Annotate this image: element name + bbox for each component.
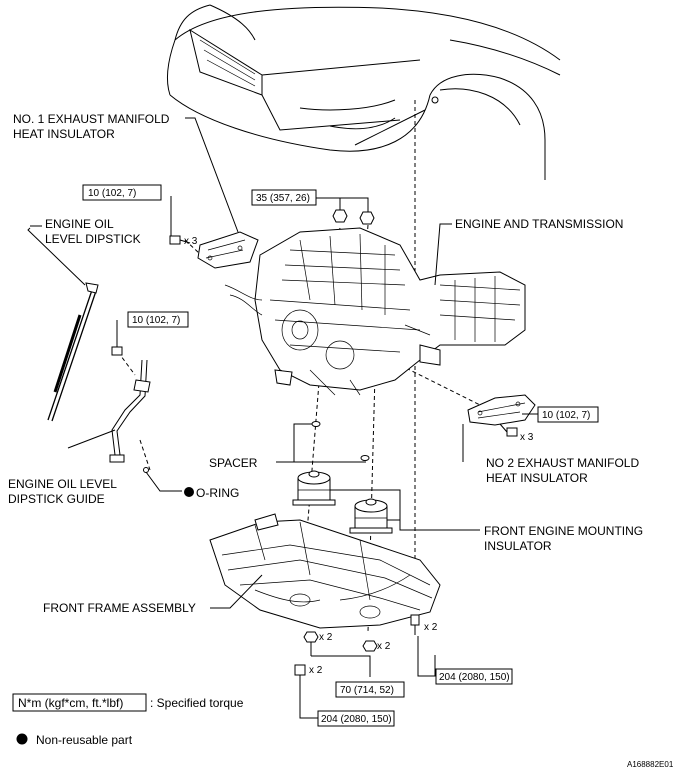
torque-value: 10 (102, 7) (132, 315, 180, 326)
quantity-label: x 3 (520, 432, 534, 443)
torque-value: 204 (2080, 150) (321, 714, 392, 725)
non-reusable-marker-icon (184, 487, 194, 497)
bolt-icon (111, 335, 123, 356)
legend-torque-box: N*m (kgf*cm, ft.*lbf) (18, 696, 123, 710)
dipstick-guide-part (109, 359, 151, 463)
label-engine-oil-level-dipstick: ENGINE OIL LEVEL DIPSTICK (45, 217, 141, 246)
engine-mount-insulator-part (349, 498, 393, 534)
label-line: ENGINE OIL LEVEL (8, 477, 117, 491)
label-line: HEAT INSULATOR (486, 471, 588, 485)
label-front-engine-mounting-insulator: FRONT ENGINE MOUNTING INSULATOR (484, 524, 643, 553)
torque-value: 10 (102, 7) (88, 188, 136, 199)
heat-insulator-no1-part (197, 231, 259, 269)
engine-transmission-illustration (224, 227, 526, 396)
heat-insulator-no2-part (467, 394, 536, 426)
legend-torque: N*m (kgf*cm, ft.*lbf) : Specified torque (12, 693, 244, 712)
torque-value: 70 (714, 52) (340, 685, 394, 696)
torque-box-heat-insulator-no1: 10 (102, 7) (82, 184, 162, 201)
torque-value: 35 (357, 26) (256, 193, 310, 204)
figure-id: A168882E01 (627, 760, 674, 769)
label-line: INSULATOR (484, 539, 552, 553)
label-spacer: SPACER (209, 456, 258, 470)
bolt-icon (294, 664, 306, 688)
legend-non-reusable-text: Non-reusable part (36, 733, 133, 747)
bolt-icon (169, 235, 191, 245)
torque-box-dipstick-guide: 10 (102, 7) (127, 311, 189, 328)
legend-torque-text: : Specified torque (150, 696, 244, 710)
quantity-label: x 3 (184, 236, 198, 247)
torque-box-frame-rear-bolt: 204 (2080, 150) (317, 710, 395, 727)
engine-mount-insulator-part (292, 470, 336, 506)
nut-icon (303, 631, 378, 652)
bolt-icon (410, 614, 420, 635)
bolt-icon (499, 423, 518, 437)
legend-non-reusable: Non-reusable part (16, 733, 133, 747)
torque-box-engine-mount-top: 35 (357, 26) (251, 189, 317, 206)
o-ring-icon (143, 467, 149, 473)
torque-box-frame-nut: 70 (714, 52) (335, 681, 405, 698)
label-engine-and-transmission: ENGINE AND TRANSMISSION (455, 217, 623, 231)
label-line: DIPSTICK GUIDE (8, 492, 105, 506)
torque-box-heat-insulator-no2: 10 (102, 7) (537, 406, 599, 423)
torque-value: 204 (2080, 150) (439, 672, 510, 683)
quantity-label: x 2 (424, 622, 438, 633)
leader-lines (27, 117, 538, 719)
torque-box-frame-front-bolt: 204 (2080, 150) (435, 668, 513, 685)
label-line: FRONT ENGINE MOUNTING (484, 524, 643, 538)
label-line: NO 2 EXHAUST MANIFOLD (486, 456, 639, 470)
label-line: ENGINE OIL (45, 217, 114, 231)
label-line: HEAT INSULATOR (13, 127, 115, 141)
quantity-label: x 2 (377, 641, 391, 652)
label-dipstick-guide: ENGINE OIL LEVEL DIPSTICK GUIDE (8, 477, 117, 506)
label-line: NO. 1 EXHAUST MANIFOLD (13, 112, 170, 126)
label-heat-insulator-no2: NO 2 EXHAUST MANIFOLD HEAT INSULATOR (486, 456, 639, 485)
dipstick-part (47, 282, 99, 422)
front-frame-assembly-part (209, 513, 441, 629)
quantity-label: x 2 (319, 632, 333, 643)
torque-value: 10 (102, 7) (542, 410, 590, 421)
nut-icon (332, 209, 375, 225)
spacer-part (311, 421, 370, 461)
label-o-ring: O-RING (196, 486, 239, 500)
vehicle-body-outline (167, 4, 561, 180)
non-reusable-marker-icon (16, 733, 28, 745)
label-line: LEVEL DIPSTICK (45, 232, 141, 246)
label-heat-insulator-no1: NO. 1 EXHAUST MANIFOLD HEAT INSULATOR (13, 112, 170, 141)
label-front-frame-assembly: FRONT FRAME ASSEMBLY (43, 601, 196, 615)
quantity-label: x 2 (309, 665, 323, 676)
